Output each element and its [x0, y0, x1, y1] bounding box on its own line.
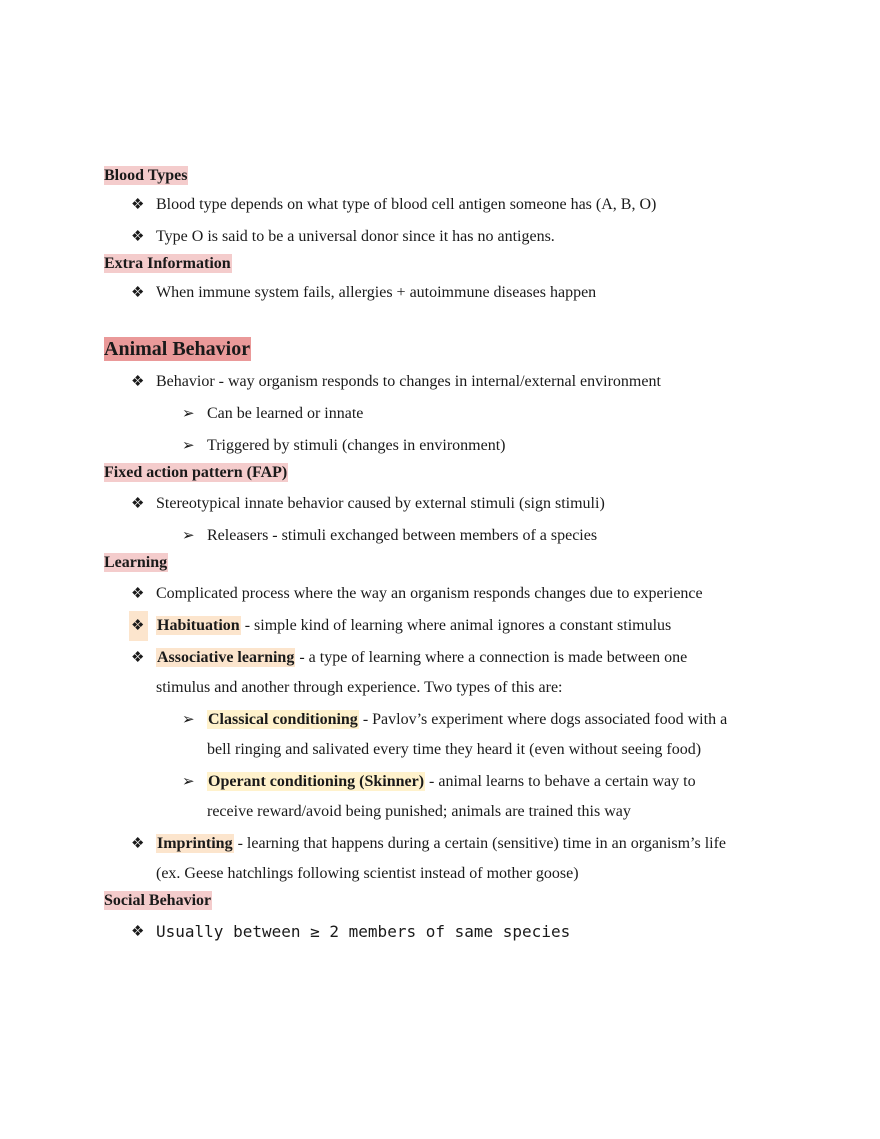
diamond-bullet-icon: ❖ — [131, 586, 145, 602]
arrow-bullet-icon: ➢ — [182, 438, 195, 454]
list-item-text: Blood type depends on what type of blood… — [156, 196, 657, 213]
diamond-bullet-icon: ❖ — [131, 836, 145, 852]
term-operant-conditioning: Operant conditioning (Skinner) — [207, 772, 426, 791]
diamond-bullet-icon: ❖ — [131, 650, 145, 666]
heading-extra-information: Extra Information — [104, 252, 794, 276]
list-item-text-continued: stimulus and another through experience.… — [156, 679, 563, 696]
heading-fap-text: Fixed action pattern (FAP) — [104, 463, 289, 482]
diamond-bullet-icon: ❖ — [131, 229, 145, 245]
sub-list-item-text: - Pavlov’s experiment where dogs associa… — [358, 711, 728, 728]
list-item: ❖ Stereotypical innate behavior caused b… — [104, 489, 794, 519]
heading-social-behavior-text: Social Behavior — [104, 891, 213, 910]
list-item-text: Type O is said to be a universal donor s… — [156, 228, 555, 245]
sub-list-item-text-continued: receive reward/avoid being punished; ani… — [207, 803, 631, 820]
list-item: ❖ Behavior - way organism responds to ch… — [104, 367, 794, 397]
diamond-bullet-icon: ❖ — [129, 611, 149, 641]
sub-list-item-classical-conditioning: ➢ Classical conditioning - Pavlov’s expe… — [104, 705, 794, 765]
list-item-text: Behavior - way organism responds to chan… — [156, 373, 661, 390]
arrow-bullet-icon: ➢ — [182, 712, 195, 728]
heading-extra-information-text: Extra Information — [104, 254, 232, 273]
term-classical-conditioning: Classical conditioning — [207, 710, 359, 729]
list-item-associative-learning: ❖ Associative learning - a type of learn… — [104, 643, 794, 703]
arrow-bullet-icon: ➢ — [182, 528, 195, 544]
arrow-bullet-icon: ➢ — [182, 406, 195, 422]
heading-learning-text: Learning — [104, 553, 169, 572]
sub-list-item-text: Releasers - stimuli exchanged between me… — [207, 527, 598, 544]
sub-list-item-text-continued: bell ringing and salivated every time th… — [207, 741, 702, 758]
list-item: ❖ Usually between ≥ 2 members of same sp… — [104, 917, 794, 948]
diamond-bullet-icon: ❖ — [131, 496, 145, 512]
heading-animal-behavior-text: Animal Behavior — [104, 337, 252, 361]
sub-list-item-text: Can be learned or innate — [207, 405, 364, 422]
list-item: ❖ When immune system fails, allergies + … — [104, 278, 794, 308]
sub-list-item-operant-conditioning: ➢ Operant conditioning (Skinner) - anima… — [104, 767, 794, 827]
term-imprinting: Imprinting — [156, 834, 234, 853]
list-item-text: - learning that happens during a certain… — [233, 835, 727, 852]
document-content: Blood Types ❖ Blood type depends on what… — [104, 164, 794, 948]
heading-social-behavior: Social Behavior — [104, 889, 794, 913]
diamond-bullet-icon: ❖ — [131, 285, 145, 301]
term-habituation: Habituation — [156, 616, 241, 635]
list-item-text: - simple kind of learning where animal i… — [240, 617, 672, 634]
sub-list-item-text: Triggered by stimuli (changes in environ… — [207, 437, 506, 454]
term-associative-learning: Associative learning — [156, 648, 296, 667]
heading-animal-behavior: Animal Behavior — [104, 335, 794, 363]
list-item: ❖ Blood type depends on what type of blo… — [104, 190, 794, 220]
list-item-text: Usually between ≥ 2 members of same spec… — [156, 922, 571, 941]
heading-learning: Learning — [104, 551, 794, 575]
list-item-text: Stereotypical innate behavior caused by … — [156, 495, 605, 512]
diamond-bullet-icon: ❖ — [131, 197, 145, 213]
list-item-text: When immune system fails, allergies + au… — [156, 284, 597, 301]
sub-list-item: ➢ Can be learned or innate — [104, 399, 794, 429]
list-item-text: Complicated process where the way an org… — [156, 585, 703, 602]
list-item-habituation: ❖ Habituation - simple kind of learning … — [104, 611, 794, 641]
diamond-bullet-icon: ❖ — [131, 924, 145, 940]
sub-list-item: ➢ Triggered by stimuli (changes in envir… — [104, 431, 794, 461]
list-item: ❖ Complicated process where the way an o… — [104, 579, 794, 609]
sub-list-item-text: - animal learns to behave a certain way … — [425, 773, 696, 790]
diamond-bullet-icon: ❖ — [131, 374, 145, 390]
heading-blood-types: Blood Types — [104, 164, 794, 188]
list-item: ❖ Type O is said to be a universal donor… — [104, 222, 794, 252]
list-item-text: - a type of learning where a connection … — [295, 649, 688, 666]
arrow-bullet-icon: ➢ — [182, 774, 195, 790]
list-item-text-continued: (ex. Geese hatchlings following scientis… — [156, 865, 579, 882]
sub-list-item: ➢ Releasers - stimuli exchanged between … — [104, 521, 794, 551]
list-item-imprinting: ❖ Imprinting - learning that happens dur… — [104, 829, 794, 889]
heading-blood-types-text: Blood Types — [104, 166, 189, 185]
heading-fixed-action-pattern: Fixed action pattern (FAP) — [104, 461, 794, 485]
